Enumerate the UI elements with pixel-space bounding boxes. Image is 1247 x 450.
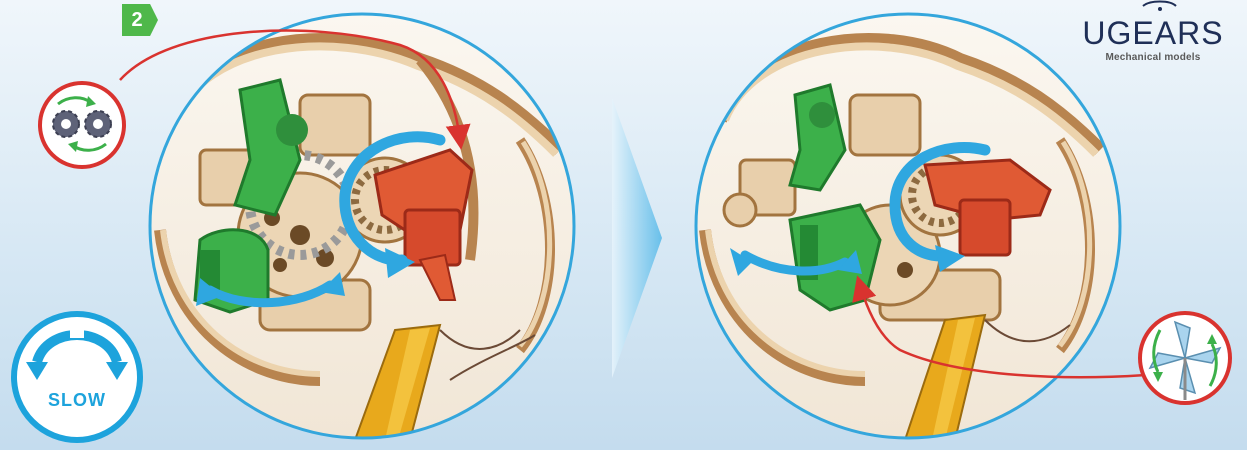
gears-rotation-icon (40, 83, 124, 167)
brand-name: UGEARS (1073, 16, 1233, 50)
pinwheel-rotation-icon (1140, 313, 1230, 403)
brand-logo: UGEARS Mechanical models (1073, 0, 1233, 63)
next-arrow-icon (612, 98, 662, 378)
brand-tagline: Mechanical models (1073, 52, 1233, 63)
before-view-circle (150, 14, 574, 440)
slow-rotation-icon (14, 314, 140, 440)
speed-label: SLOW (14, 390, 140, 411)
